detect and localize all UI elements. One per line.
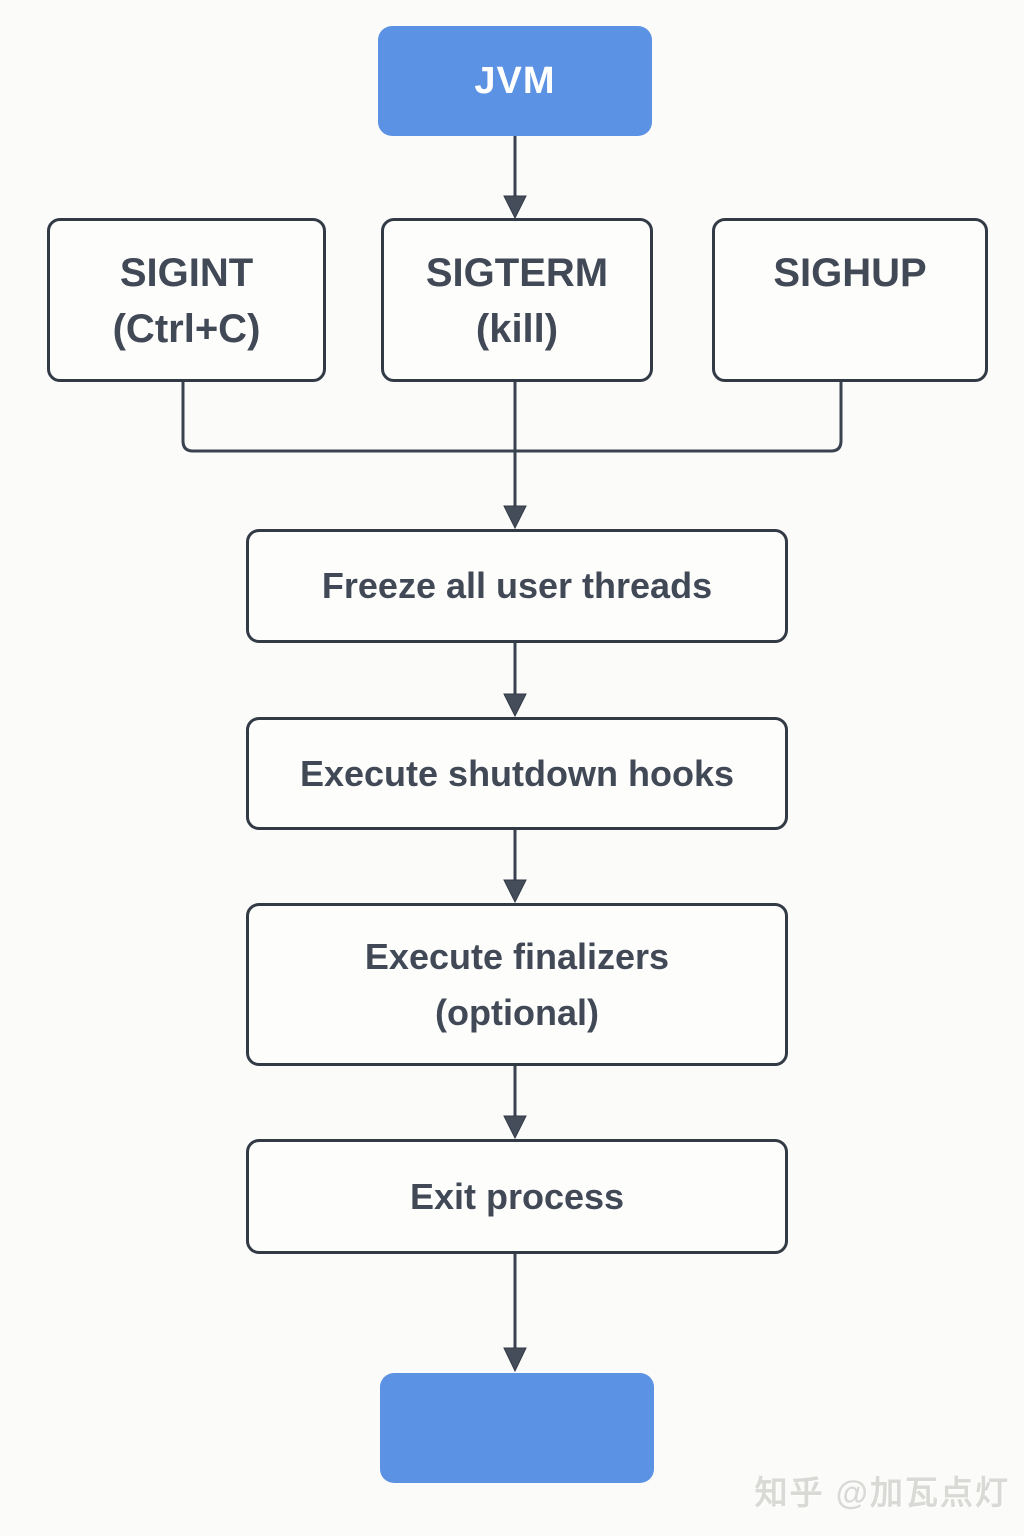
node-sigint-line2: (Ctrl+C) bbox=[112, 307, 261, 351]
node-sigterm-line2: (kill) bbox=[475, 307, 559, 351]
node-exit-label: Exit process bbox=[409, 1175, 625, 1217]
node-finalizers-line2: (optional) bbox=[435, 991, 599, 1033]
node-freeze-label: Freeze all user threads bbox=[321, 565, 713, 606]
node-freeze-user-threads: Freeze all user threads bbox=[246, 529, 788, 643]
node-sigterm-line1: SIGTERM bbox=[425, 251, 609, 295]
node-finalizers-line1: Execute finalizers bbox=[364, 935, 670, 977]
node-sigint-line1: SIGINT bbox=[119, 251, 254, 295]
node-end bbox=[380, 1373, 654, 1483]
node-sighup: SIGHUP bbox=[712, 218, 988, 382]
node-jvm: JVM bbox=[378, 26, 652, 136]
node-finalizers: Execute finalizers (optional) bbox=[246, 903, 788, 1066]
node-sigterm: SIGTERM (kill) bbox=[381, 218, 653, 382]
node-sigint: SIGINT (Ctrl+C) bbox=[47, 218, 326, 382]
node-exit-process: Exit process bbox=[246, 1139, 788, 1254]
node-hooks-label: Execute shutdown hooks bbox=[299, 752, 735, 794]
node-sighup-line1: SIGHUP bbox=[773, 251, 927, 295]
watermark: 知乎 @加瓦点灯 bbox=[754, 1474, 1010, 1511]
node-shutdown-hooks: Execute shutdown hooks bbox=[246, 717, 788, 830]
node-jvm-label: JVM bbox=[474, 59, 556, 102]
